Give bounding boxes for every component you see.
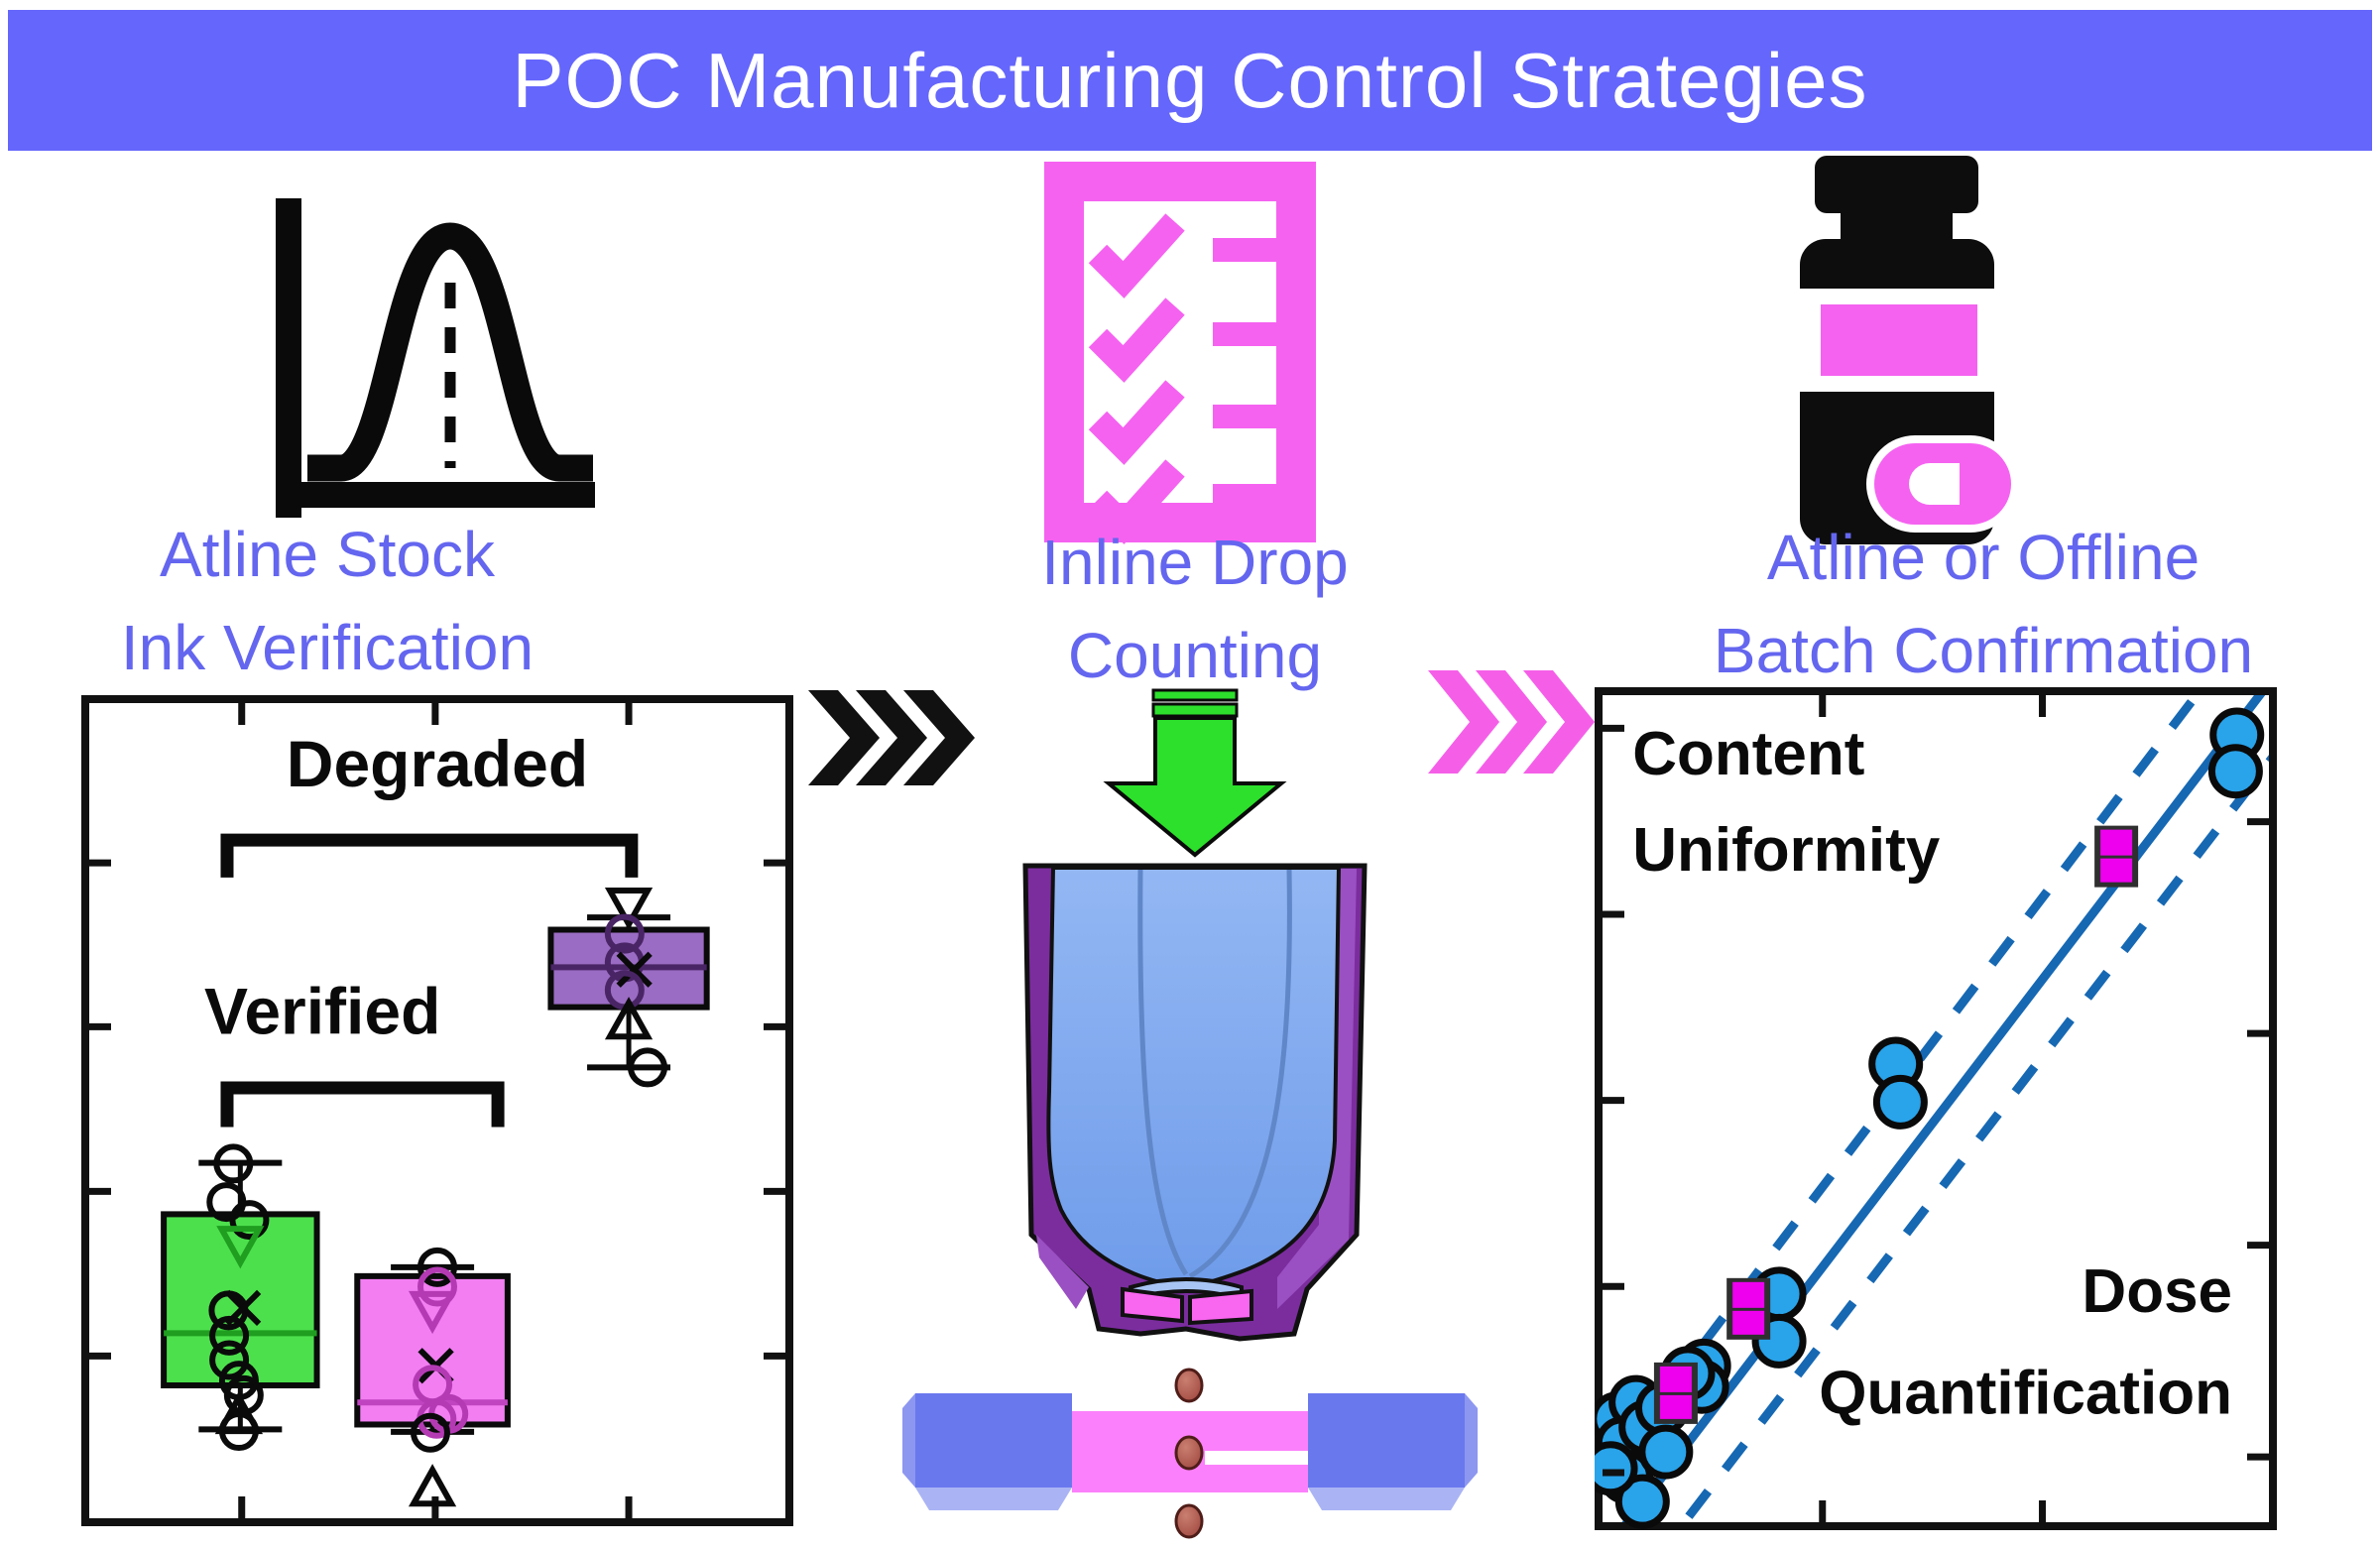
panel-label-line: Ink Verification xyxy=(120,612,535,683)
panel-label-inline-drop: Inline Drop Counting xyxy=(897,516,1492,702)
panel-label-line: Batch Confirmation xyxy=(1713,615,2254,686)
panel-label-line: Atline or Offline xyxy=(1766,522,2201,593)
panel-label-atline-ink: Atline Stock Ink Verification xyxy=(10,508,645,694)
svg-text:Quantification: Quantification xyxy=(1819,1360,2232,1428)
panel-label-line: Atline Stock xyxy=(160,519,495,590)
title-banner: POC Manufacturing Control Strategies xyxy=(8,10,2372,151)
axis-ticks xyxy=(89,703,785,1518)
svg-text:Dose: Dose xyxy=(2082,1257,2232,1326)
checklist-icon xyxy=(1044,162,1316,544)
series-content-uniformity-checks xyxy=(1653,825,2139,1424)
chevron-right-pink-icon xyxy=(1428,670,1595,774)
svg-text:Verified: Verified xyxy=(204,975,440,1048)
pill-bottle-icon xyxy=(1800,156,2019,544)
ink-cartridge-nozzle xyxy=(1022,863,1368,1342)
panel-label-line: Inline Drop xyxy=(1041,527,1349,598)
panel-label-batch-confirm: Atline or Offline Batch Confirmation xyxy=(1626,511,2340,697)
drop-dispenser-graphic xyxy=(902,688,1478,1539)
chevron-right-black-icon xyxy=(808,690,975,785)
bracket-verified: Verified xyxy=(204,975,505,1128)
svg-text:Degraded: Degraded xyxy=(287,727,588,800)
boxplot-sample-points xyxy=(206,888,668,1507)
bracket-degraded: Degraded xyxy=(220,727,639,878)
panel-label-line: Counting xyxy=(1067,620,1323,691)
svg-text:Uniformity: Uniformity xyxy=(1632,816,1941,885)
bell-curve-icon xyxy=(276,198,595,518)
svg-text:Content: Content xyxy=(1632,720,1864,788)
green-arrow-icon xyxy=(1103,688,1287,858)
axis-ticks xyxy=(1603,695,2269,1522)
droplets xyxy=(1174,1368,1204,1539)
capsule-icon xyxy=(1866,435,2019,533)
drop-sensor xyxy=(902,1393,1478,1510)
figure-title: POC Manufacturing Control Strategies xyxy=(512,36,1868,124)
